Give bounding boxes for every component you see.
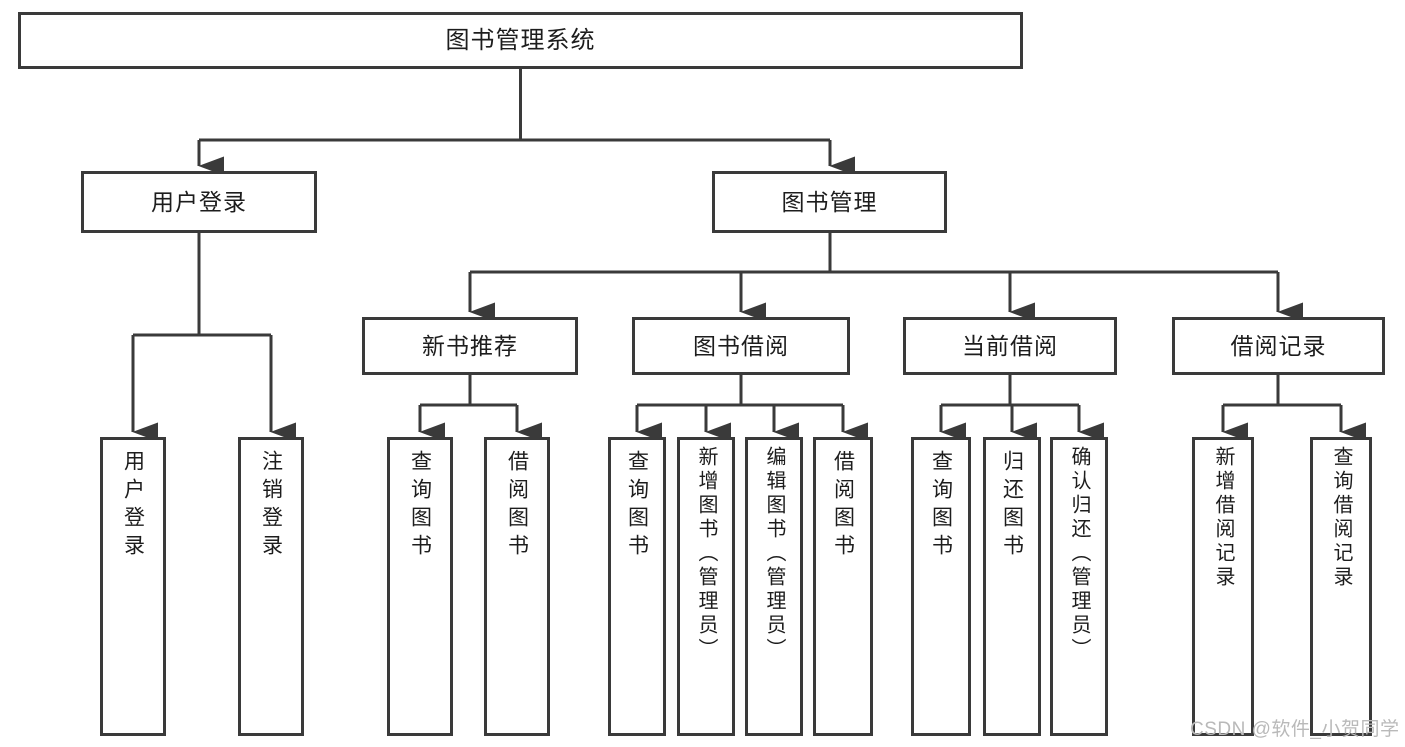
node-leaf-query-book-3-label: 查询图书 bbox=[929, 450, 953, 562]
node-leaf-query-borrow-record[interactable]: 查询借阅记录 bbox=[1310, 437, 1372, 736]
node-leaf-borrow-book-2-label: 借阅图书 bbox=[831, 450, 855, 562]
node-book-borrow-label: 图书借阅 bbox=[693, 332, 789, 359]
node-book-manage-label: 图书管理 bbox=[781, 188, 878, 215]
node-leaf-query-book-2[interactable]: 查询图书 bbox=[608, 437, 666, 736]
node-leaf-return-book-label: 归还图书 bbox=[1000, 450, 1024, 562]
node-user-login-label: 用户登录 bbox=[151, 188, 247, 215]
node-leaf-add-book-admin[interactable]: 新增图书（管理员） bbox=[677, 437, 735, 736]
node-leaf-logout-label: 注销登录 bbox=[259, 450, 283, 562]
node-book-manage[interactable]: 图书管理 bbox=[712, 171, 947, 233]
node-leaf-confirm-return-label: 确认归还（管理员） bbox=[1068, 446, 1090, 662]
node-new-book-rec[interactable]: 新书推荐 bbox=[362, 317, 578, 375]
node-user-login[interactable]: 用户登录 bbox=[81, 171, 317, 233]
node-leaf-borrow-book-1[interactable]: 借阅图书 bbox=[484, 437, 550, 736]
node-leaf-borrow-book-1-label: 借阅图书 bbox=[505, 450, 529, 562]
node-leaf-edit-book-admin[interactable]: 编辑图书（管理员） bbox=[745, 437, 803, 736]
node-leaf-query-book-2-label: 查询图书 bbox=[625, 450, 649, 562]
node-leaf-add-book-admin-label: 新增图书（管理员） bbox=[695, 446, 717, 662]
node-leaf-query-book-3[interactable]: 查询图书 bbox=[911, 437, 971, 736]
node-root-label: 图书管理系统 bbox=[445, 26, 596, 54]
node-current-borrow[interactable]: 当前借阅 bbox=[903, 317, 1117, 375]
node-root[interactable]: 图书管理系统 bbox=[18, 12, 1023, 69]
node-leaf-borrow-book-2[interactable]: 借阅图书 bbox=[813, 437, 873, 736]
node-borrow-record-label: 借阅记录 bbox=[1230, 332, 1327, 359]
node-leaf-query-book-1-label: 查询图书 bbox=[408, 450, 432, 562]
node-leaf-return-book[interactable]: 归还图书 bbox=[983, 437, 1041, 736]
node-leaf-confirm-return[interactable]: 确认归还（管理员） bbox=[1050, 437, 1108, 736]
node-book-borrow[interactable]: 图书借阅 bbox=[632, 317, 850, 375]
node-new-book-rec-label: 新书推荐 bbox=[422, 332, 518, 359]
node-leaf-user-login-label: 用户登录 bbox=[121, 450, 145, 562]
node-current-borrow-label: 当前借阅 bbox=[962, 332, 1058, 359]
node-leaf-edit-book-admin-label: 编辑图书（管理员） bbox=[763, 446, 785, 662]
node-borrow-record[interactable]: 借阅记录 bbox=[1172, 317, 1385, 375]
node-leaf-add-borrow-record-label: 新增借阅记录 bbox=[1212, 446, 1234, 590]
node-leaf-user-login[interactable]: 用户登录 bbox=[100, 437, 166, 736]
node-leaf-query-borrow-record-label: 查询借阅记录 bbox=[1330, 446, 1352, 590]
node-leaf-query-book-1[interactable]: 查询图书 bbox=[387, 437, 453, 736]
node-leaf-add-borrow-record[interactable]: 新增借阅记录 bbox=[1192, 437, 1254, 736]
node-leaf-logout[interactable]: 注销登录 bbox=[238, 437, 304, 736]
csdn-watermark: CSDN @软件_小贺同学 bbox=[1190, 719, 1400, 740]
